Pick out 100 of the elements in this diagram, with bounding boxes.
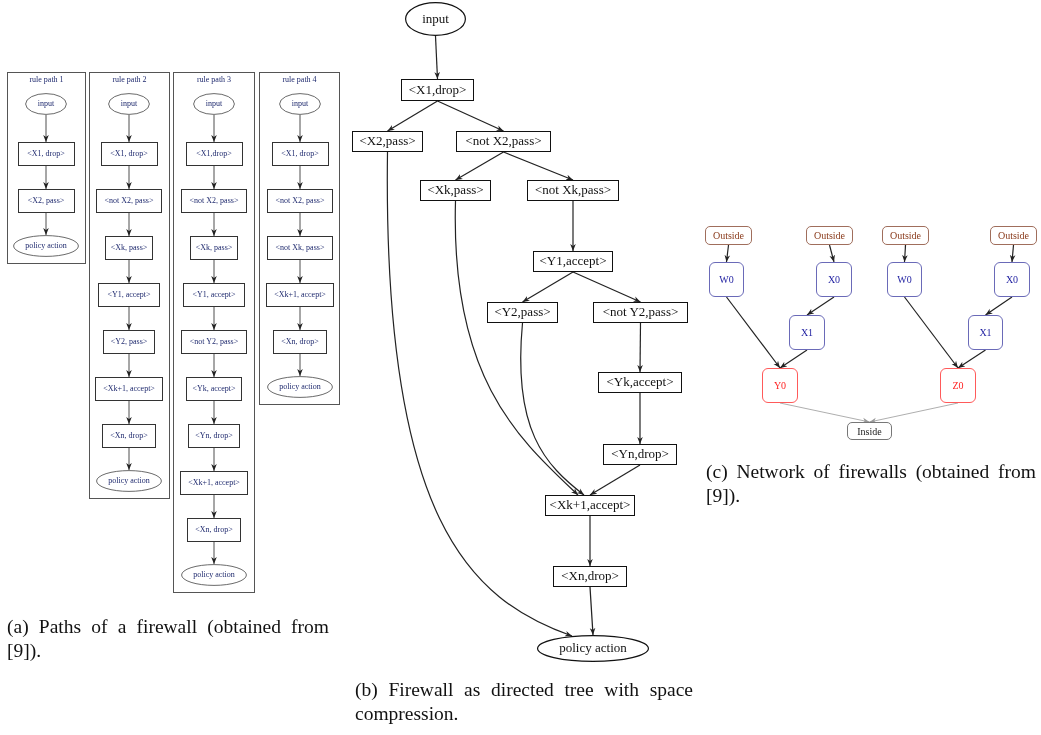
node-label: <Xk+1, accept> — [274, 290, 326, 300]
arrow — [724, 244, 731, 263]
node-label: X1 — [800, 327, 814, 338]
outside-node — [990, 226, 1037, 245]
node-label: Inside — [857, 425, 882, 437]
node-label: <Yk,accept> — [606, 375, 674, 390]
panel-title: rule path 2 — [112, 76, 147, 84]
node-label: <Yn, drop> — [195, 431, 233, 441]
firewall-node — [994, 262, 1030, 297]
node-label: Z0 — [952, 380, 964, 391]
node-label: <X1, drop> — [27, 149, 65, 159]
outside-node — [705, 226, 752, 245]
arrow — [779, 349, 808, 369]
arrow — [434, 35, 440, 80]
node-label: <Y1,accept> — [539, 254, 607, 269]
arrow — [520, 322, 585, 496]
arrow — [570, 200, 576, 252]
ellipse-node — [537, 635, 649, 662]
arrow — [521, 271, 574, 303]
node-label: input — [120, 99, 138, 109]
inside-node — [847, 422, 892, 440]
ellipse-node — [96, 470, 162, 492]
arrow — [589, 464, 641, 496]
node-label: X0 — [827, 274, 841, 285]
ellipse-node — [405, 2, 466, 36]
node-label: <not Y2,pass> — [602, 305, 679, 320]
node-label: <Xn, drop> — [281, 337, 319, 347]
figure-caption: (b) Firewall as directed tree with space compression. — [355, 678, 693, 726]
arrow — [828, 244, 835, 263]
arrow — [806, 296, 835, 316]
figure-caption: (a) Paths of a firewall (obtained from [9]). — [7, 615, 329, 663]
ellipse-node — [279, 93, 321, 115]
arrow — [725, 296, 781, 369]
node-label: <not Xk,pass> — [534, 183, 612, 198]
firewall-node — [762, 368, 798, 403]
node-label: <Y2,pass> — [494, 305, 551, 320]
node-label: <Xk,pass> — [427, 183, 484, 198]
panel-title: rule path 3 — [196, 76, 232, 84]
node-label: Outside — [997, 230, 1030, 241]
node-label: input — [37, 99, 55, 109]
outside-node — [806, 226, 853, 245]
node-label: policy action — [193, 570, 235, 580]
node-label: <X1,drop> — [196, 149, 232, 159]
node-label: input — [291, 99, 309, 109]
node-label: <not X2,pass> — [465, 134, 542, 149]
node-label: <Yn,drop> — [611, 447, 669, 462]
node-label: X0 — [1005, 274, 1019, 285]
node-label: W0 — [719, 274, 734, 285]
ellipse-node — [108, 93, 150, 115]
node-label: <X1, drop> — [281, 149, 319, 159]
ellipse-node — [25, 93, 67, 115]
arrow — [984, 296, 1013, 316]
node-label: <Yk, accept> — [192, 384, 236, 394]
arrow — [436, 100, 505, 132]
node-label: <Y1, accept> — [107, 290, 151, 300]
node-label: Outside — [712, 230, 745, 241]
node-label: <not X2, pass> — [104, 196, 154, 206]
ellipse-node — [181, 564, 247, 586]
node-label: X1 — [979, 327, 992, 338]
node-label: policy action — [108, 476, 150, 486]
node-label: <X2,pass> — [359, 134, 416, 149]
firewall-node — [709, 262, 744, 297]
path-panel — [89, 72, 170, 499]
arrow — [957, 349, 987, 369]
arrow — [386, 151, 573, 637]
node-label: <Xn, drop> — [195, 525, 233, 535]
node-label: <X2, pass> — [27, 196, 65, 206]
ellipse-node — [193, 93, 235, 115]
node-label: policy action — [279, 382, 321, 392]
node-label: <Xk+1, accept> — [188, 478, 240, 488]
node-label: policy action — [25, 241, 67, 251]
arrow — [587, 515, 593, 567]
node-label: <not X2, pass> — [275, 196, 325, 206]
node-label: <not Y2, pass> — [189, 337, 239, 347]
arrow — [454, 151, 505, 181]
node-label: <X1, drop> — [110, 149, 148, 159]
path-panel — [173, 72, 255, 593]
arrow — [454, 200, 579, 496]
firewall-node — [887, 262, 922, 297]
node-label: <Y1, accept> — [192, 290, 236, 300]
arrow — [1009, 244, 1016, 263]
node-label: <Xk+1, accept> — [103, 384, 155, 394]
node-label: policy action — [559, 641, 627, 656]
arrow — [502, 151, 574, 181]
arrow — [386, 100, 439, 132]
firewall-node — [789, 315, 825, 350]
node-label: <Xn, drop> — [110, 431, 148, 441]
node-label: Outside — [889, 230, 922, 241]
arrow — [637, 392, 643, 445]
panel-title: rule path 1 — [29, 76, 64, 84]
outside-node — [882, 226, 929, 245]
arrow — [637, 322, 643, 373]
figure-caption: (c) Network of firewalls (obtained from [9]). — [706, 460, 1036, 508]
node-label: <not X2, pass> — [189, 196, 239, 206]
node-label: Y0 — [773, 380, 787, 391]
firewall-node — [968, 315, 1003, 350]
node-label: <not Xk, pass> — [275, 243, 325, 253]
node-label: <Xk+1,accept> — [549, 498, 631, 513]
arrow — [572, 271, 642, 303]
node-label: W0 — [897, 274, 912, 285]
